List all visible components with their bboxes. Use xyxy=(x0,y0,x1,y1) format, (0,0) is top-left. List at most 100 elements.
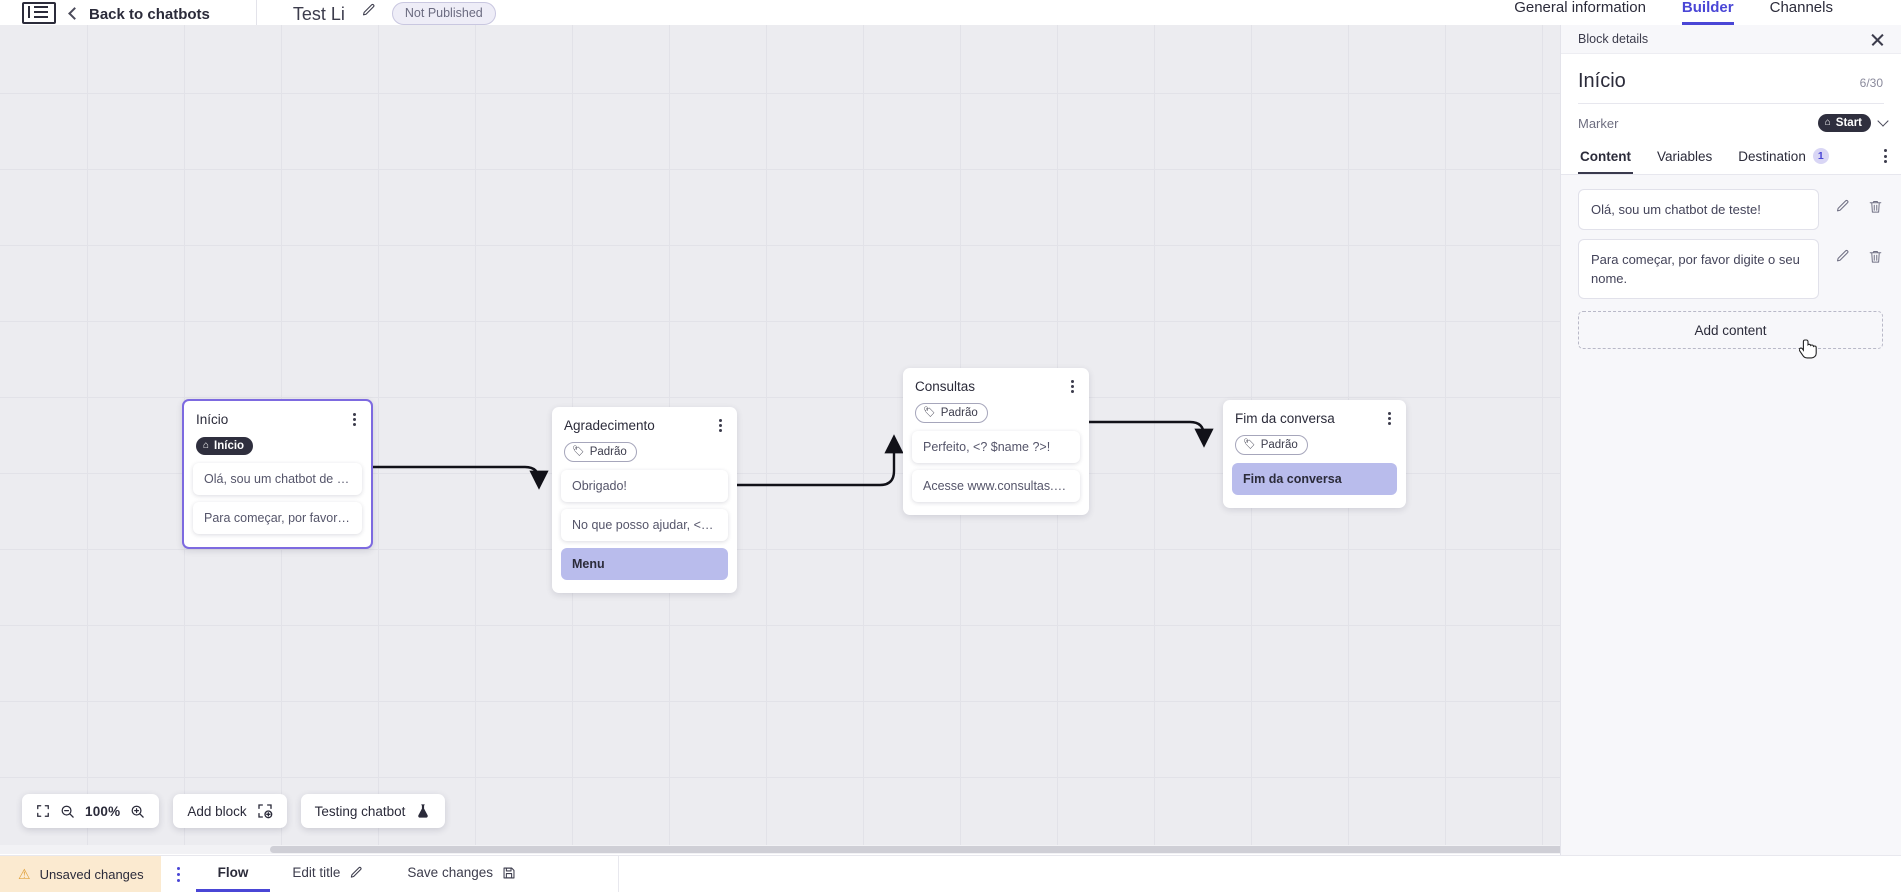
canvas-horizontal-scrollbar[interactable] xyxy=(0,845,1560,854)
block-header: Fim da conversa xyxy=(1223,400,1406,427)
panel-header-bar: Block details xyxy=(1561,25,1901,54)
unsaved-changes-label: Unsaved changes xyxy=(39,866,144,882)
trash-icon[interactable] xyxy=(1868,249,1883,264)
tab-content[interactable]: Content xyxy=(1578,145,1633,174)
fit-to-screen-icon[interactable] xyxy=(36,804,50,818)
block-message[interactable]: No que posso ajudar, <? $name ... xyxy=(561,509,728,541)
floppy-disk-icon xyxy=(502,866,516,880)
block-marker-label: Início xyxy=(214,440,245,452)
block-message[interactable]: Obrigado! xyxy=(561,470,728,502)
block-message[interactable]: Perfeito, <? $name ?>! xyxy=(912,431,1080,463)
block-marker-label: Padrão xyxy=(1260,439,1298,451)
block-message[interactable]: Para começar, por favor digite o ... xyxy=(193,502,362,534)
block-menu-icon[interactable] xyxy=(713,417,727,432)
block-marker-badge: ⌂ Início xyxy=(196,437,254,455)
marker-row: Marker ⌂ Start xyxy=(1561,104,1901,144)
tab-variables-label: Variables xyxy=(1657,149,1713,164)
save-changes-label: Save changes xyxy=(407,865,493,880)
panel-header-label: Block details xyxy=(1578,32,1649,46)
block-message[interactable]: Acesse www.consultas.com par... xyxy=(912,470,1080,502)
add-block-button[interactable]: Add block xyxy=(173,794,287,828)
block-header: Início xyxy=(184,401,371,428)
home-icon: ⌂ xyxy=(1824,117,1831,128)
trash-icon[interactable] xyxy=(1868,199,1883,214)
flow-block-consultas[interactable]: Consultas 🏷 Padrão Perfeito, <? $name ?>… xyxy=(903,368,1089,515)
block-header: Agradecimento xyxy=(552,407,737,434)
block-marker-badge: 🏷 Padrão xyxy=(564,442,637,462)
zoom-in-icon[interactable] xyxy=(130,804,145,819)
block-menu-icon[interactable] xyxy=(1382,410,1396,425)
tab-destination[interactable]: Destination 1 xyxy=(1736,144,1831,174)
tab-general-information[interactable]: General information xyxy=(1514,0,1646,16)
block-header: Consultas xyxy=(903,368,1089,395)
chevron-down-icon[interactable] xyxy=(1877,115,1889,127)
tab-builder[interactable]: Builder xyxy=(1681,0,1734,25)
tab-destination-label: Destination xyxy=(1738,148,1806,164)
add-block-label: Add block xyxy=(187,803,247,819)
bottom-tab-flow[interactable]: Flow xyxy=(195,856,271,892)
block-message[interactable]: Olá, sou um chatbot de teste! xyxy=(193,463,362,495)
panel-divider xyxy=(1578,103,1884,104)
marker-label: Marker xyxy=(1578,115,1619,131)
page-title: Test Li xyxy=(292,4,345,24)
block-title: Consultas xyxy=(915,379,976,394)
tab-variables[interactable]: Variables xyxy=(1655,145,1714,174)
canvas-toolbar: 100% Add block Testing chatbot xyxy=(22,794,446,828)
block-badge-row: ⌂ Início xyxy=(184,428,371,463)
back-to-chatbots-link[interactable]: Back to chatbots xyxy=(89,6,210,23)
block-marker-label: Padrão xyxy=(940,407,978,419)
pencil-icon[interactable] xyxy=(1835,249,1850,264)
status-badge: Not Published xyxy=(391,2,496,25)
chevron-left-icon[interactable] xyxy=(68,7,81,20)
tab-channels[interactable]: Channels xyxy=(1769,0,1833,16)
marker-select[interactable]: ⌂ Start xyxy=(1817,114,1889,132)
close-icon[interactable] xyxy=(1870,32,1885,47)
flow-block-fim-da-conversa[interactable]: Fim da conversa 🏷 Padrão Fim da conversa xyxy=(1223,400,1406,508)
block-menu-icon[interactable] xyxy=(1065,378,1079,393)
flask-icon xyxy=(415,803,431,819)
content-text[interactable]: Olá, sou um chatbot de teste! xyxy=(1578,189,1819,230)
panel-body: Início 6/30 Marker ⌂ Start Content Varia… xyxy=(1561,54,1901,175)
content-item-actions xyxy=(1819,189,1883,214)
bottom-bar-menu-icon[interactable] xyxy=(161,856,196,892)
block-message-highlighted[interactable]: Fim da conversa xyxy=(1232,463,1397,495)
block-menu-icon[interactable] xyxy=(347,411,361,426)
edit-title-button[interactable]: Edit title xyxy=(270,856,385,892)
character-counter: 6/30 xyxy=(1859,76,1883,90)
header-tabs: General information Builder Channels xyxy=(1514,0,1901,25)
tab-content-label: Content xyxy=(1580,149,1631,164)
edit-title-label: Edit title xyxy=(292,865,341,880)
block-message-highlighted[interactable]: Menu xyxy=(561,548,728,580)
edit-title-pencil-icon[interactable] xyxy=(361,3,376,23)
tab-destination-count: 1 xyxy=(1812,148,1829,164)
content-text[interactable]: Para começar, por favor digite o seu nom… xyxy=(1578,239,1819,299)
add-content-button[interactable]: Add content xyxy=(1578,311,1883,349)
pencil-icon[interactable] xyxy=(1835,199,1850,214)
warning-triangle-icon: ⚠ xyxy=(18,866,31,882)
panel-block-name-row: Início 6/30 xyxy=(1561,54,1901,103)
scrollbar-thumb[interactable] xyxy=(270,846,1560,853)
save-changes-button[interactable]: Save changes xyxy=(385,856,538,892)
marker-value-label: Start xyxy=(1835,117,1862,129)
zoom-out-icon[interactable] xyxy=(60,804,75,819)
flow-block-inicio[interactable]: Início ⌂ Início Olá, sou um chatbot de t… xyxy=(182,399,373,549)
flow-block-agradecimento[interactable]: Agradecimento 🏷 Padrão Obrigado! No que … xyxy=(552,407,737,593)
header-left-group: Back to chatbots xyxy=(0,0,210,25)
header-divider xyxy=(255,0,257,25)
app-logo-icon[interactable] xyxy=(22,2,56,24)
home-icon: ⌂ xyxy=(203,440,210,451)
flow-connectors xyxy=(373,420,1214,490)
panel-content-area: Olá, sou um chatbot de teste! Para começ… xyxy=(1561,175,1901,856)
block-badge-row: 🏷 Padrão xyxy=(903,395,1089,431)
testing-chatbot-button[interactable]: Testing chatbot xyxy=(300,794,446,828)
panel-overflow-menu-icon[interactable] xyxy=(1884,149,1887,174)
top-header: Back to chatbots Test Li Not Published G… xyxy=(0,0,1901,25)
unsaved-changes-indicator: ⚠ Unsaved changes xyxy=(0,856,161,892)
block-title: Fim da conversa xyxy=(1235,411,1335,426)
bottom-tab-flow-label: Flow xyxy=(217,865,249,880)
bottom-bar-filler xyxy=(617,856,1901,892)
flow-canvas[interactable]: Início ⌂ Início Olá, sou um chatbot de t… xyxy=(0,25,1560,854)
block-title: Início xyxy=(196,412,229,427)
block-marker-label: Padrão xyxy=(589,446,627,458)
panel-block-name: Início xyxy=(1578,70,1626,92)
